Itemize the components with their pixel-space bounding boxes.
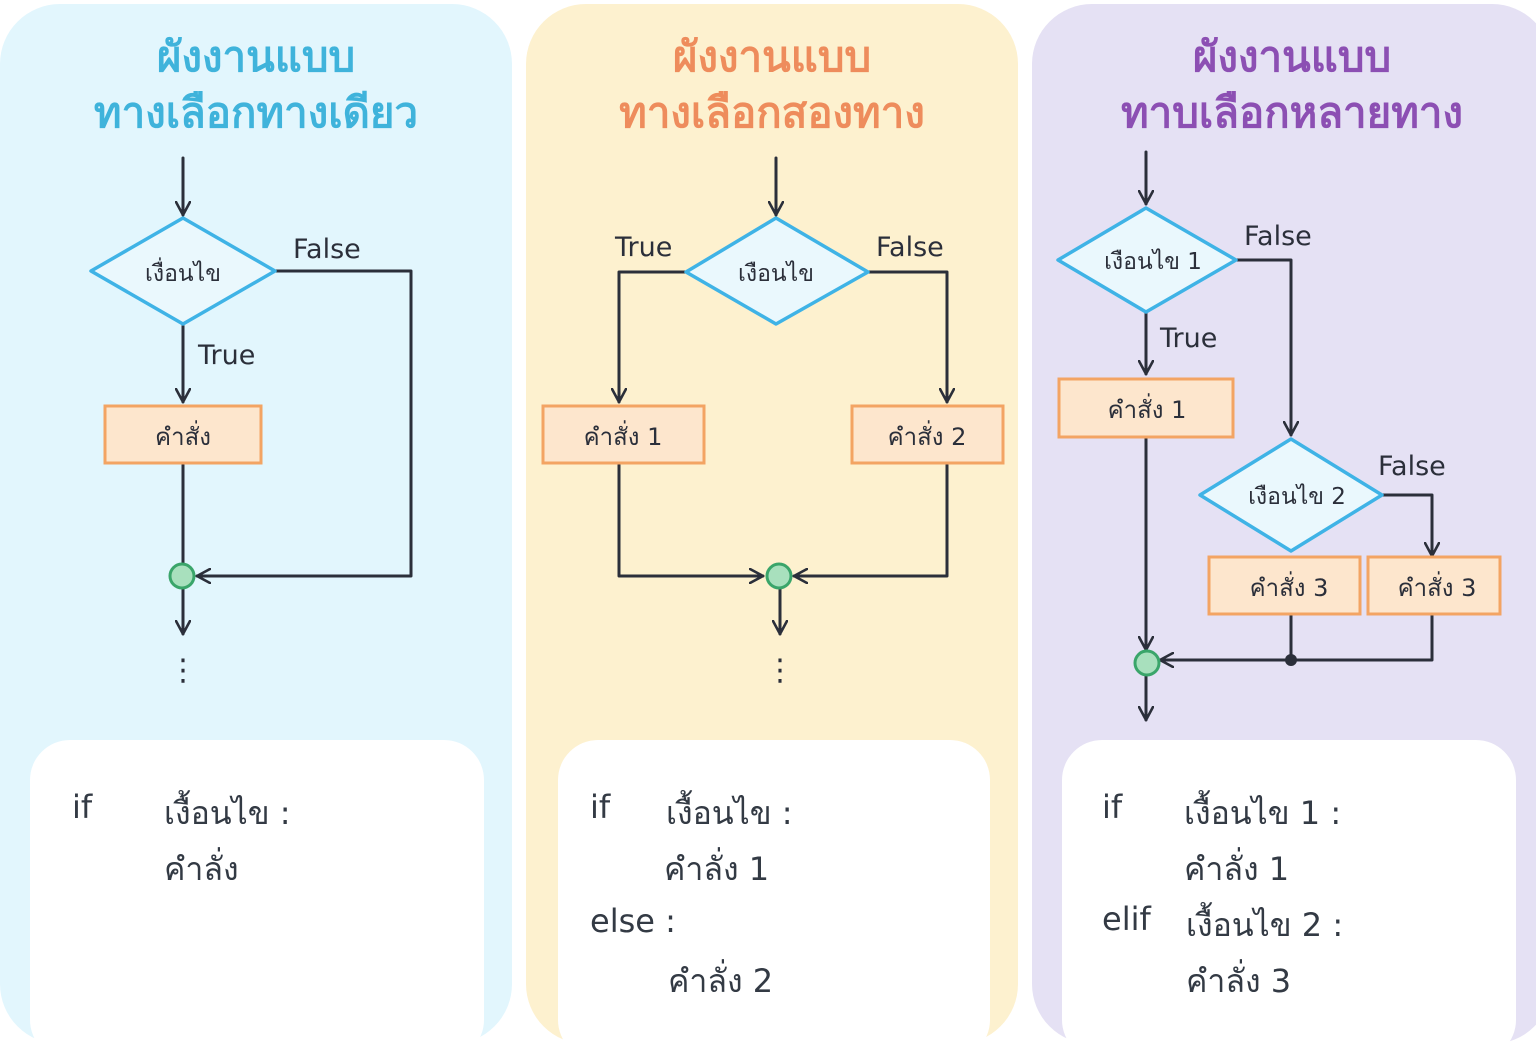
code-keyword-if: if xyxy=(1102,788,1123,826)
process-box xyxy=(1207,555,1362,616)
flow-line xyxy=(792,463,949,576)
panel-title: ผังงานแบบ ทางเลือกสองทาง xyxy=(619,32,925,138)
panel-title: ผังงานแบบ ทาบเลือกหลายทาง xyxy=(1120,32,1464,138)
true-label: True xyxy=(197,340,255,371)
decision-label: เงื่อนไข xyxy=(145,257,221,287)
connector-circle xyxy=(168,562,196,590)
flow-line xyxy=(195,269,413,576)
false-label: False xyxy=(293,234,361,265)
process-box xyxy=(1057,377,1235,439)
true-label: True xyxy=(1159,323,1217,354)
process-box xyxy=(541,404,706,465)
continuation-ellipsis: ⋮ xyxy=(168,653,198,688)
code-command: คำลั่ง 1 xyxy=(664,850,770,888)
false-label: False xyxy=(876,232,944,263)
code-keyword-else: else : xyxy=(590,902,676,940)
process-label: คำสั่ง 3 xyxy=(1250,571,1329,602)
code-keyword-elif: elif xyxy=(1102,900,1151,938)
decision-diamond xyxy=(1198,437,1384,553)
process-label: คำสั่ง 1 xyxy=(1108,393,1187,424)
panel-title: ผังงานแบบ ทางเลือกทางเดียว xyxy=(93,32,419,138)
code-box-single: if เงื้อนไข : คำลั่ง xyxy=(30,740,484,1060)
code-command: คำลั่ง xyxy=(164,850,239,888)
decision-diamond xyxy=(1056,206,1238,314)
decision-label: เงือนไข xyxy=(738,260,814,287)
decision-label: เงือนไข 1 xyxy=(1104,248,1202,275)
flow-line xyxy=(617,463,765,576)
flowcharts: เงื่อนไข False True คำสั่ง ⋮ เงือนไข Tru… xyxy=(89,150,1502,772)
code-condition: เงื้อนไข 1 : xyxy=(1184,794,1342,832)
code-condition: เงื้อนไข : xyxy=(666,794,793,832)
process-box xyxy=(103,404,263,465)
true-label: True xyxy=(614,232,672,263)
flow-line xyxy=(866,270,947,404)
false-label: False xyxy=(1244,221,1312,252)
continuation-ellipsis: ⋮ xyxy=(765,653,795,688)
junction-dot xyxy=(1285,654,1297,666)
code-command: คำลั่ง 2 xyxy=(668,962,774,1000)
connector-circle xyxy=(1133,649,1161,677)
false-label: False xyxy=(1378,451,1446,482)
decision-diamond xyxy=(89,216,277,326)
code-keyword-if: if xyxy=(590,788,611,826)
code-condition: เงื้อนไข : xyxy=(164,794,291,832)
process-label: คำสั่ง 2 xyxy=(888,420,967,451)
process-box xyxy=(1366,555,1502,616)
flow-line xyxy=(1234,258,1291,437)
decision-label: เงือนไข 2 xyxy=(1248,483,1346,510)
process-label: คำสั่ง xyxy=(155,420,211,451)
flow-line xyxy=(1158,613,1434,660)
code-box-two: if เงื้อนไข : คำลั่ง 1 else : คำลั่ง 2 xyxy=(558,740,990,1060)
flow-line xyxy=(619,270,688,404)
code-condition: เงื้อนไข 2 : xyxy=(1186,906,1344,944)
flow-line xyxy=(1380,493,1432,558)
process-label: คำสั่ง 3 xyxy=(1398,571,1477,602)
process-label: คำสั่ง 1 xyxy=(584,420,663,451)
code-box-multi: if เงื้อนไข 1 : คำลั่ง 1 elif เงื้อนไข 2… xyxy=(1062,740,1516,1060)
code-command: คำลั่ง 3 xyxy=(1186,962,1292,1000)
code-keyword-if: if xyxy=(72,788,93,826)
code-command: คำลั่ง 1 xyxy=(1184,850,1290,888)
decision-diamond xyxy=(684,216,870,326)
process-box xyxy=(850,404,1005,465)
connector-circle xyxy=(765,562,793,590)
